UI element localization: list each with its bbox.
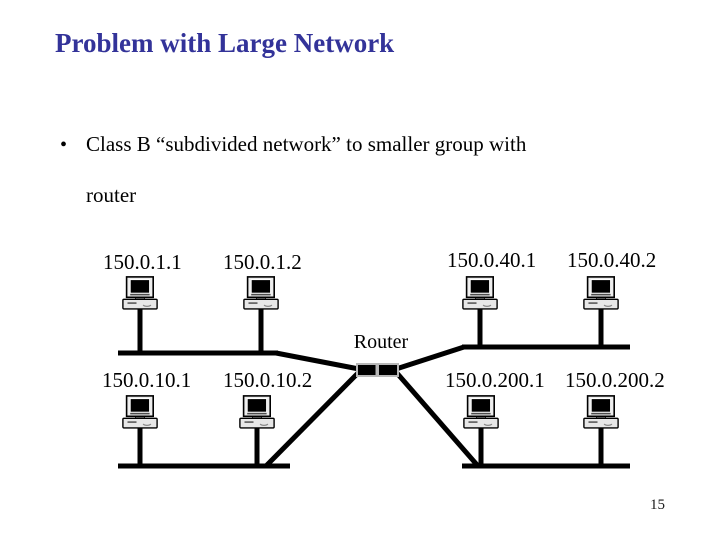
bullet-marker: •: [60, 134, 68, 156]
link-subnet3-router: [264, 370, 361, 468]
ip-label-150-0-1-1: 150.0.1.1: [103, 250, 182, 274]
computer-icon: [122, 276, 158, 310]
computer-icon: [462, 276, 498, 310]
link-subnet4-router: [394, 370, 480, 468]
link-subnet2-router: [395, 344, 465, 372]
computer-icon: [583, 276, 619, 310]
ip-label-150-0-1-2: 150.0.1.2: [223, 250, 302, 274]
computer-icon: [239, 395, 275, 429]
ip-label-150-0-40-2: 150.0.40.2: [567, 248, 657, 272]
ip-label-150-0-10-2: 150.0.10.2: [223, 368, 313, 392]
computer-icon: [463, 395, 499, 429]
ip-label-150-0-10-1: 150.0.10.1: [102, 368, 192, 392]
network-lines: [118, 306, 630, 469]
link-subnet1-router: [275, 350, 360, 372]
page-number: 15: [650, 497, 665, 513]
router-label: Router: [353, 331, 409, 353]
bullet-text-line-2: router: [86, 183, 137, 207]
slide-title: Problem with Large Network: [55, 28, 395, 58]
ip-label-150-0-200-2: 150.0.200.2: [565, 368, 665, 392]
ip-label-150-0-200-1: 150.0.200.1: [445, 368, 545, 392]
ip-label-150-0-40-1: 150.0.40.1: [447, 248, 537, 272]
computer-icon: [243, 276, 279, 310]
computer-icon: [122, 395, 158, 429]
router-box-icon: [356, 363, 399, 377]
bullet-text-line-1: Class B “subdivided network” to smaller …: [86, 132, 527, 156]
computer-icon: [583, 395, 619, 429]
